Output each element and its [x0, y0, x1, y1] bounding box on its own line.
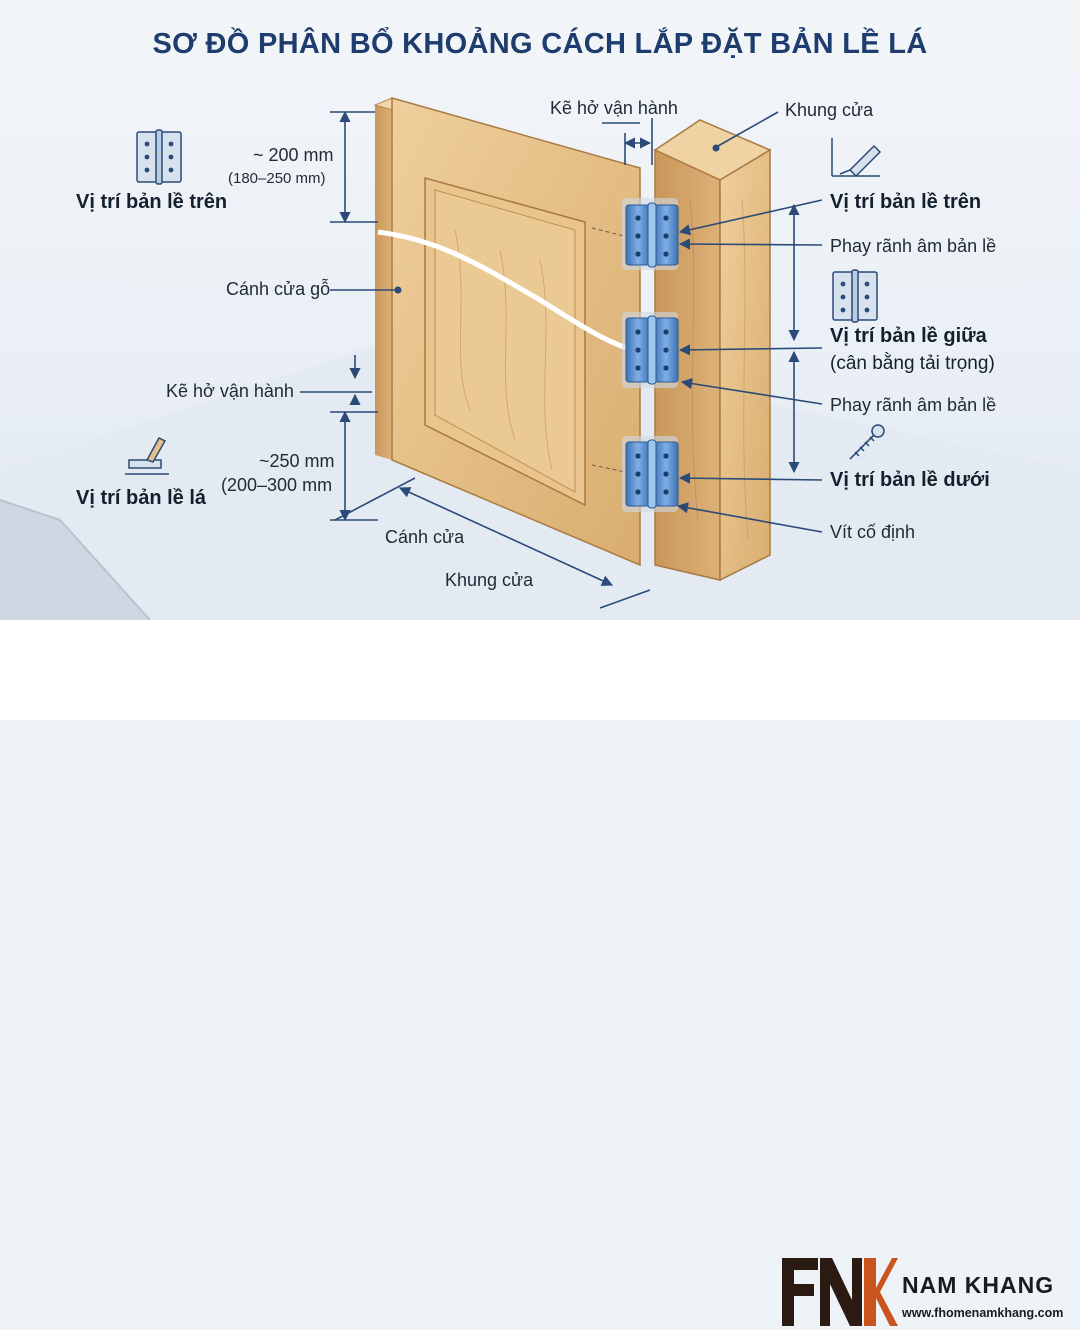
bottom-hinge-label: Vị trí bản lề dưới: [830, 469, 990, 491]
floor-slab-edge: [0, 500, 150, 620]
hammer-icon: [125, 437, 169, 475]
leaf-hinge-left-label: Vị trí bản lề lá: [76, 487, 207, 509]
door-leaf-edge: [375, 98, 392, 460]
footer: NAM KHANG www.fhomenamkhang.com: [0, 620, 1080, 1326]
top-distance-label: ~ 200 mm: [253, 145, 334, 165]
frame-top-label: Khung cửa: [785, 100, 874, 120]
top-hinge-right-label: Vị trí bản lề trên: [830, 191, 982, 213]
screw-label: Vít cố định: [830, 522, 916, 542]
top-range-label: (180–250 mm): [228, 170, 326, 187]
screw-icon: [849, 424, 885, 460]
hinge-icon: [136, 129, 182, 185]
dimension-lines: [300, 110, 779, 609]
bottom-distance-label: ~250 mm: [259, 451, 335, 471]
brand-url[interactable]: www.fhomenamkhang.com: [902, 1306, 1064, 1320]
door-bottom-label: Cánh cửa: [385, 527, 465, 547]
right-leaders: [676, 199, 823, 533]
mortise-1-label: Phay rãnh âm bản lề: [830, 236, 997, 256]
door-frame-face: [719, 148, 771, 582]
top-hinge-left-label: Vị trí bản lề trên: [76, 191, 228, 213]
hinge-icon: [832, 269, 878, 323]
diagram-stage: SƠ ĐỒ PHÂN BỔ KHOẢNG CÁCH LẮP ĐẶT BẢN LỀ…: [0, 0, 1080, 620]
router-icon: [831, 138, 882, 178]
clearance-left-label: Kẽ hở vận hành: [166, 381, 294, 401]
door-leaf-label: Cánh cửa gỗ: [226, 279, 331, 299]
hinge-middle: [622, 312, 679, 388]
bottom-range-label: (200–300 mm: [221, 475, 333, 495]
diagram-svg: [0, 97, 1080, 620]
brand-logo: [782, 1258, 898, 1326]
door-leaf: [373, 97, 642, 567]
hinge-top: [622, 198, 679, 270]
brand-name: NAM KHANG: [902, 1272, 1055, 1298]
frame-bottom-label: Khung cửa: [445, 570, 534, 590]
page-title: SƠ ĐỒ PHÂN BỔ KHOẢNG CÁCH LẮP ĐẶT BẢN LỀ…: [152, 28, 928, 60]
middle-hinge-label: Vị trí bản lề giữa: [830, 325, 987, 347]
door-cut-curve: [377, 229, 641, 355]
mortise-2-label: Phay rãnh âm bản lề: [830, 395, 997, 415]
middle-note-label: (cân bằng tải trọng): [830, 353, 995, 374]
clearance-top-label: Kẽ hở vận hành: [550, 98, 678, 118]
hinge-bottom: [622, 436, 679, 512]
